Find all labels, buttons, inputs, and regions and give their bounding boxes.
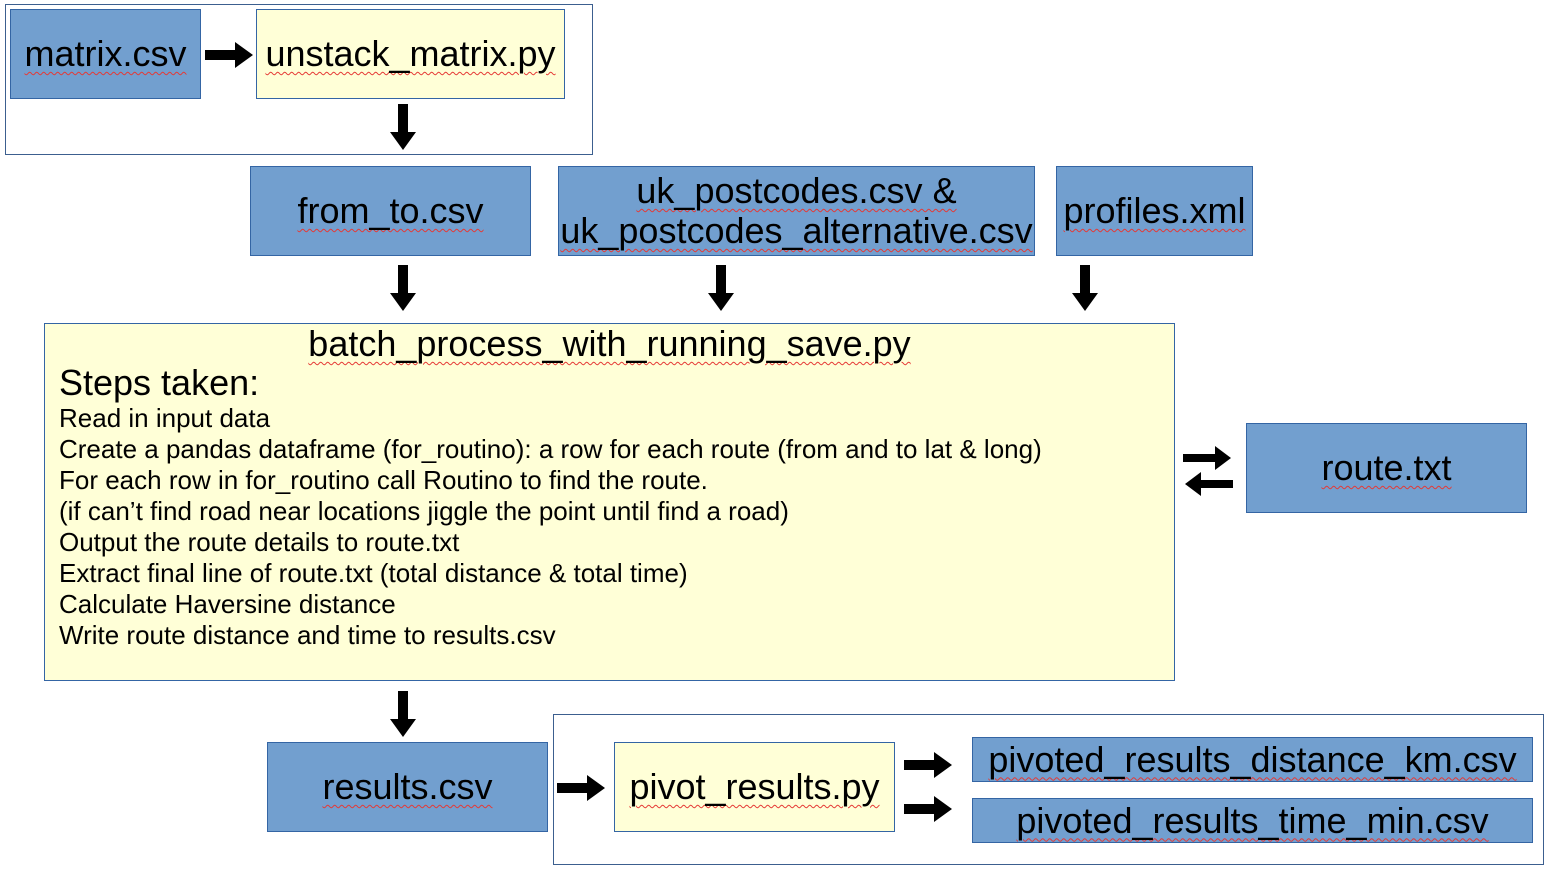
pivoted-time-csv-box[interactable]: pivoted_results_time_min.csv [972, 798, 1533, 843]
from-to-csv-label: from_to.csv [297, 190, 484, 231]
pivoted-distance-csv-box[interactable]: pivoted_results_distance_km.csv [972, 737, 1533, 782]
step-item: (if can’t find road near locations jiggl… [59, 496, 789, 526]
steps-list: Read in input data Create a pandas dataf… [59, 403, 1042, 651]
step-item: Create a pandas dataframe (for_routino):… [59, 434, 1042, 464]
arrow-down-icon [708, 265, 734, 311]
arrows-left-right-icon [1183, 444, 1233, 498]
uk-postcodes-label-line1: uk_postcodes.csv & [636, 170, 957, 211]
unstack-matrix-py-label: unstack_matrix.py [265, 33, 556, 74]
results-csv-label: results.csv [322, 766, 493, 807]
step-item: Extract final line of route.txt (total d… [59, 558, 688, 588]
arrow-right-icon [904, 796, 952, 822]
arrow-right-icon [904, 752, 952, 778]
pivot-results-py-label: pivot_results.py [629, 766, 880, 807]
step-item: Output the route details to route.txt [59, 527, 460, 557]
unstack-matrix-py-box[interactable]: unstack_matrix.py [256, 9, 565, 99]
matrix-csv-box[interactable]: matrix.csv [10, 9, 201, 99]
profiles-xml-label: profiles.xml [1063, 190, 1246, 231]
profiles-xml-box[interactable]: profiles.xml [1056, 166, 1253, 256]
batch-process-title: batch_process_with_running_save.py [308, 323, 911, 364]
arrow-down-icon [390, 265, 416, 311]
step-item: Calculate Haversine distance [59, 589, 396, 619]
arrow-down-icon [390, 691, 416, 737]
results-csv-box[interactable]: results.csv [267, 742, 548, 832]
steps-heading: Steps taken: [59, 362, 260, 403]
pivot-group-frame [553, 714, 1544, 865]
step-item: For each row in for_routino call Routino… [59, 465, 708, 495]
step-item: Write route distance and time to results… [59, 620, 556, 650]
from-to-csv-box[interactable]: from_to.csv [250, 166, 531, 256]
step-item: Read in input data [59, 403, 271, 433]
batch-process-box[interactable]: batch_process_with_running_save.py Steps… [44, 323, 1175, 681]
pivot-results-py-box[interactable]: pivot_results.py [614, 742, 895, 832]
matrix-csv-label: matrix.csv [24, 33, 187, 74]
arrow-right-icon [557, 775, 605, 801]
route-txt-label: route.txt [1321, 447, 1452, 488]
arrow-down-icon [1072, 265, 1098, 311]
route-txt-box[interactable]: route.txt [1246, 423, 1527, 513]
uk-postcodes-label-line2: uk_postcodes_alternative.csv [560, 210, 1033, 251]
arrow-right-icon [205, 42, 253, 68]
arrow-down-icon [390, 104, 416, 150]
pivoted-time-csv-label: pivoted_results_time_min.csv [1016, 799, 1489, 841]
unstack-group-frame [5, 4, 593, 155]
uk-postcodes-box[interactable]: uk_postcodes.csv & uk_postcodes_alternat… [558, 166, 1035, 256]
pivoted-distance-csv-label: pivoted_results_distance_km.csv [988, 738, 1517, 780]
